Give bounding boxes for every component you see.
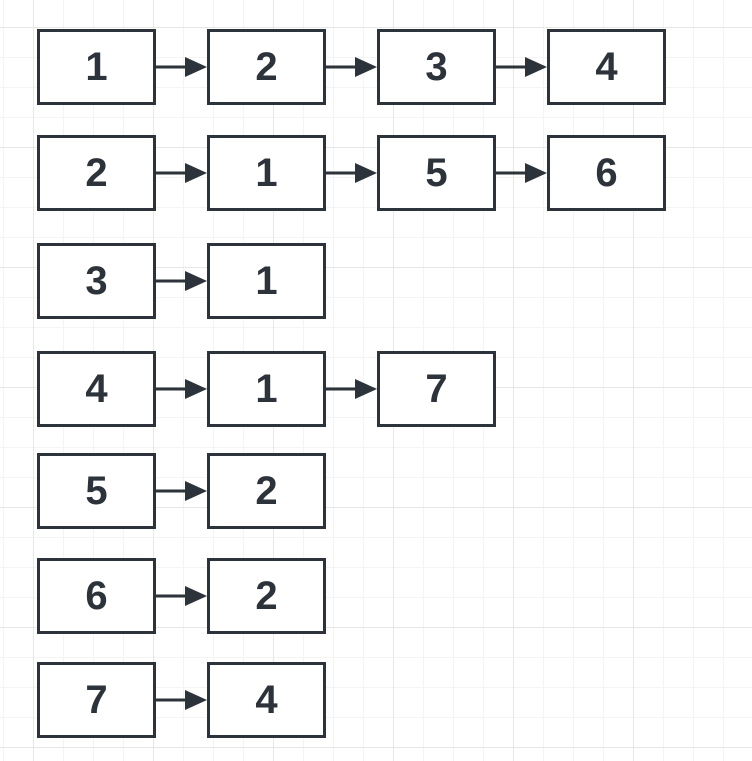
arrow-connector[interactable]	[156, 135, 207, 211]
graph-node[interactable]: 3	[377, 29, 496, 105]
graph-node[interactable]: 6	[37, 558, 156, 634]
arrow-line-icon	[326, 171, 374, 175]
arrow-line-icon	[326, 65, 374, 69]
arrow-line-icon	[156, 594, 204, 598]
graph-node[interactable]: 3	[37, 243, 156, 319]
arrow-head-icon	[185, 271, 207, 291]
graph-node[interactable]: 5	[377, 135, 496, 211]
arrow-connector[interactable]	[156, 453, 207, 529]
arrow-head-icon	[185, 586, 207, 606]
arrow-connector[interactable]	[156, 243, 207, 319]
graph-node[interactable]: 4	[547, 29, 666, 105]
arrow-connector[interactable]	[156, 558, 207, 634]
graph-node[interactable]: 1	[207, 243, 326, 319]
arrow-line-icon	[156, 387, 204, 391]
arrow-line-icon	[156, 698, 204, 702]
graph-node[interactable]: 2	[207, 29, 326, 105]
arrow-connector[interactable]	[156, 662, 207, 738]
graph-node[interactable]: 7	[377, 351, 496, 427]
graph-node[interactable]: 1	[207, 351, 326, 427]
graph-node[interactable]: 4	[207, 662, 326, 738]
arrow-head-icon	[525, 57, 547, 77]
arrow-line-icon	[156, 65, 204, 69]
graph-node[interactable]: 2	[37, 135, 156, 211]
graph-node[interactable]: 2	[207, 558, 326, 634]
arrow-line-icon	[496, 171, 544, 175]
graph-node[interactable]: 6	[547, 135, 666, 211]
arrow-connector[interactable]	[156, 29, 207, 105]
arrow-connector[interactable]	[496, 29, 547, 105]
graph-node[interactable]: 4	[37, 351, 156, 427]
arrow-head-icon	[185, 379, 207, 399]
arrow-line-icon	[156, 171, 204, 175]
arrow-connector[interactable]	[326, 29, 377, 105]
graph-node[interactable]: 5	[37, 453, 156, 529]
arrow-line-icon	[496, 65, 544, 69]
arrow-connector[interactable]	[326, 135, 377, 211]
graph-node[interactable]: 2	[207, 453, 326, 529]
arrow-head-icon	[355, 163, 377, 183]
arrow-head-icon	[185, 481, 207, 501]
arrow-connector[interactable]	[496, 135, 547, 211]
arrow-line-icon	[156, 279, 204, 283]
arrow-connector[interactable]	[156, 351, 207, 427]
arrow-connector[interactable]	[326, 351, 377, 427]
graph-node[interactable]: 1	[37, 29, 156, 105]
arrow-head-icon	[185, 57, 207, 77]
arrow-head-icon	[355, 57, 377, 77]
arrow-line-icon	[156, 489, 204, 493]
arrow-head-icon	[185, 690, 207, 710]
arrow-head-icon	[525, 163, 547, 183]
arrow-head-icon	[185, 163, 207, 183]
graph-node[interactable]: 1	[207, 135, 326, 211]
graph-node[interactable]: 7	[37, 662, 156, 738]
arrow-head-icon	[355, 379, 377, 399]
arrow-line-icon	[326, 387, 374, 391]
